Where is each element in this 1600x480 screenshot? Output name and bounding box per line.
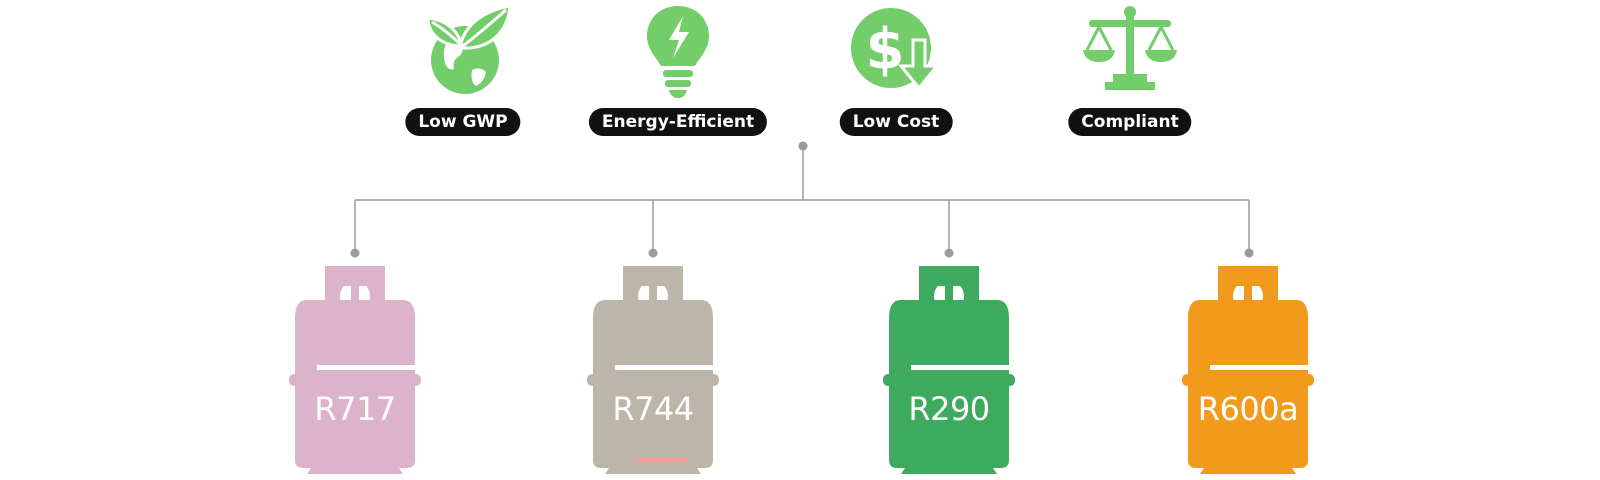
tank-label: R290 [908, 390, 990, 428]
connector-node [798, 141, 808, 151]
balance-scale-icon [1020, 0, 1240, 100]
feature-label: Energy-Efficient [588, 108, 768, 136]
feature-label: Compliant [1068, 108, 1192, 136]
eco-globe-leaf-icon [353, 0, 573, 100]
dollar-down-arrow-icon: $ [786, 0, 1006, 100]
connector-node [350, 248, 360, 258]
connector-node [648, 248, 658, 258]
tank-label: R744 [612, 390, 694, 428]
lightbulb-bolt-icon [568, 0, 788, 100]
feature-label: Low Cost [839, 108, 953, 136]
feature-low-cost: $ Low Cost [786, 0, 1006, 140]
tank-r744: R744 [583, 262, 723, 480]
tank-label: R717 [314, 390, 396, 428]
tank-label: R600a [1197, 390, 1299, 428]
feature-compliant: Compliant [1020, 0, 1240, 140]
feature-label: Low GWP [405, 108, 521, 136]
tank-r600a: R600a [1178, 262, 1318, 480]
feature-low-gwp: Low GWP [353, 0, 573, 140]
feature-energy-efficient: Energy-Efficient [568, 0, 788, 140]
connector-node [944, 248, 954, 258]
tank-r290: R290 [879, 262, 1019, 480]
tank-r717: R717 [285, 262, 425, 480]
svg-text:$: $ [866, 17, 905, 82]
connector-node [1244, 248, 1254, 258]
